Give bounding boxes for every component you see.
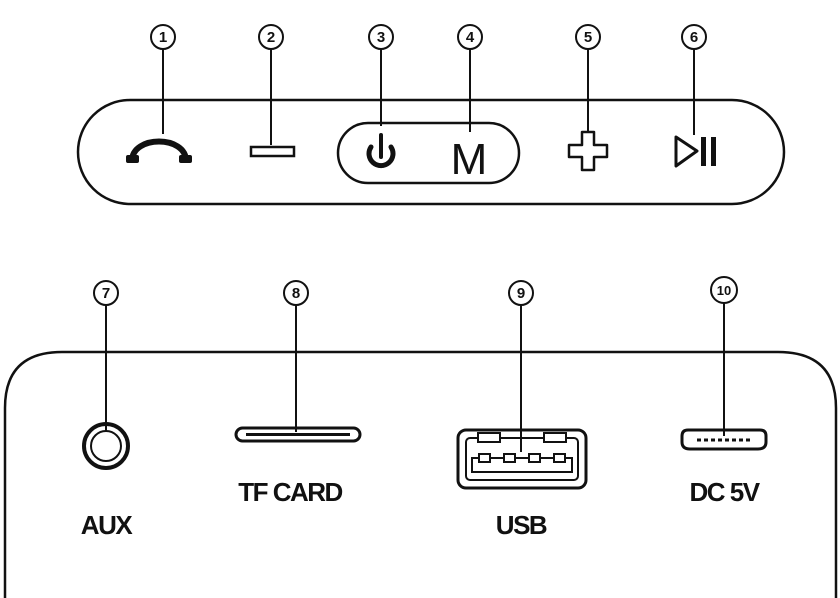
- tf-card-slot-icon: [234, 426, 362, 443]
- callout-8: 8: [283, 280, 309, 432]
- dc-5v-label: DC 5V: [689, 477, 760, 507]
- usb-label: USB: [496, 510, 547, 540]
- power-icon: [366, 133, 396, 169]
- tf-card-label: TF CARD: [238, 477, 342, 507]
- callout-3: 3: [368, 24, 394, 126]
- bottom-panel-outline: [3, 350, 838, 598]
- aux-jack-icon: [82, 422, 130, 470]
- phone-handset-icon: [126, 138, 192, 163]
- callout-4: 4: [457, 24, 483, 132]
- aux-label: AUX: [81, 510, 134, 540]
- callout-2: 2: [258, 24, 284, 145]
- callout-10: 10: [710, 276, 738, 436]
- callout-number-2: 2: [267, 29, 275, 46]
- micro-usb-port-icon: [680, 428, 768, 451]
- callout-number-10: 10: [717, 283, 731, 298]
- play-pause-icon: [674, 135, 716, 168]
- callout-5: 5: [575, 24, 601, 131]
- callout-1: 1: [150, 24, 176, 134]
- plus-icon: [567, 130, 609, 172]
- callout-7: 7: [93, 280, 119, 432]
- top-panel-outline: [76, 98, 786, 206]
- callout-9: 9: [508, 280, 534, 452]
- usb-port-icon: [456, 428, 588, 490]
- bottom-port-panel: [3, 350, 838, 598]
- minus-icon: [249, 145, 296, 158]
- top-control-panel: [76, 98, 786, 206]
- callout-number-1: 1: [159, 29, 167, 46]
- callout-number-7: 7: [102, 285, 110, 302]
- callout-number-6: 6: [690, 29, 698, 46]
- callout-number-8: 8: [292, 285, 300, 302]
- power-mode-button-group: [336, 121, 521, 185]
- callout-number-5: 5: [584, 29, 592, 46]
- callout-number-4: 4: [466, 29, 475, 46]
- mode-m-icon: M: [451, 135, 488, 184]
- callout-6: 6: [681, 24, 707, 135]
- power-mode-pill: [336, 121, 521, 185]
- callout-number-9: 9: [517, 285, 525, 302]
- callout-number-3: 3: [377, 29, 385, 46]
